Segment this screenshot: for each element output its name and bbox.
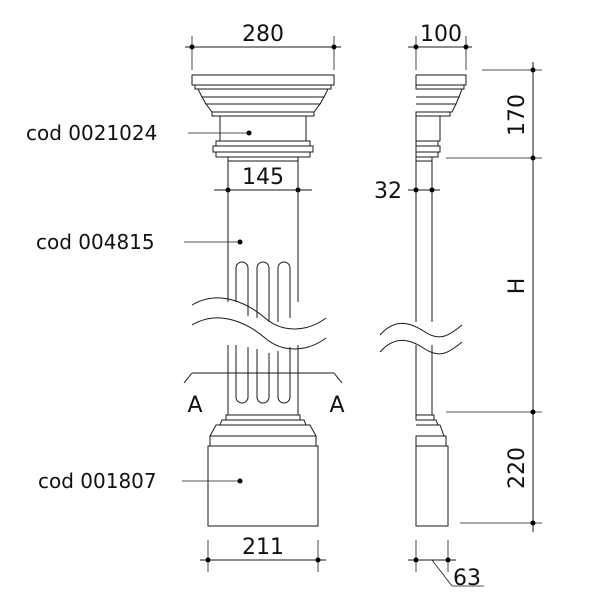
dimension-heights: 170 H 220	[446, 62, 542, 532]
front-view: 280 145	[26, 22, 345, 572]
shaft	[191, 161, 327, 415]
dimension-base-depth: 63	[408, 540, 484, 591]
section-marker: A A	[183, 372, 345, 418]
side-shaft: 32	[374, 161, 463, 415]
dim-label-170: 170	[505, 94, 530, 136]
capital	[191, 74, 335, 162]
dim-label-h: H	[505, 278, 530, 295]
dimension-neck-width: 145	[214, 165, 312, 193]
part-codes: cod 0021024 cod 004815 cod 001807	[26, 121, 249, 493]
dim-label-63: 63	[453, 566, 481, 591]
dim-label-32: 32	[374, 179, 402, 204]
dimension-top-width: 280	[185, 22, 341, 70]
dim-label-280: 280	[242, 22, 284, 47]
code-capital: cod 0021024	[26, 121, 157, 145]
dimension-top-depth: 100	[408, 22, 472, 70]
dim-label-220: 220	[505, 447, 530, 489]
dim-label-100: 100	[420, 22, 462, 47]
side-base	[415, 414, 449, 527]
dim-label-211: 211	[242, 535, 284, 560]
code-base: cod 001807	[38, 469, 157, 493]
dim-label-145: 145	[242, 165, 284, 190]
code-shaft: cod 004815	[36, 230, 155, 254]
dimension-base-width: 211	[200, 535, 326, 572]
section-label-right: A	[329, 393, 344, 418]
section-label-left: A	[187, 393, 202, 418]
side-view: 100 32	[374, 22, 542, 591]
side-capital	[415, 74, 467, 162]
base	[207, 414, 319, 527]
